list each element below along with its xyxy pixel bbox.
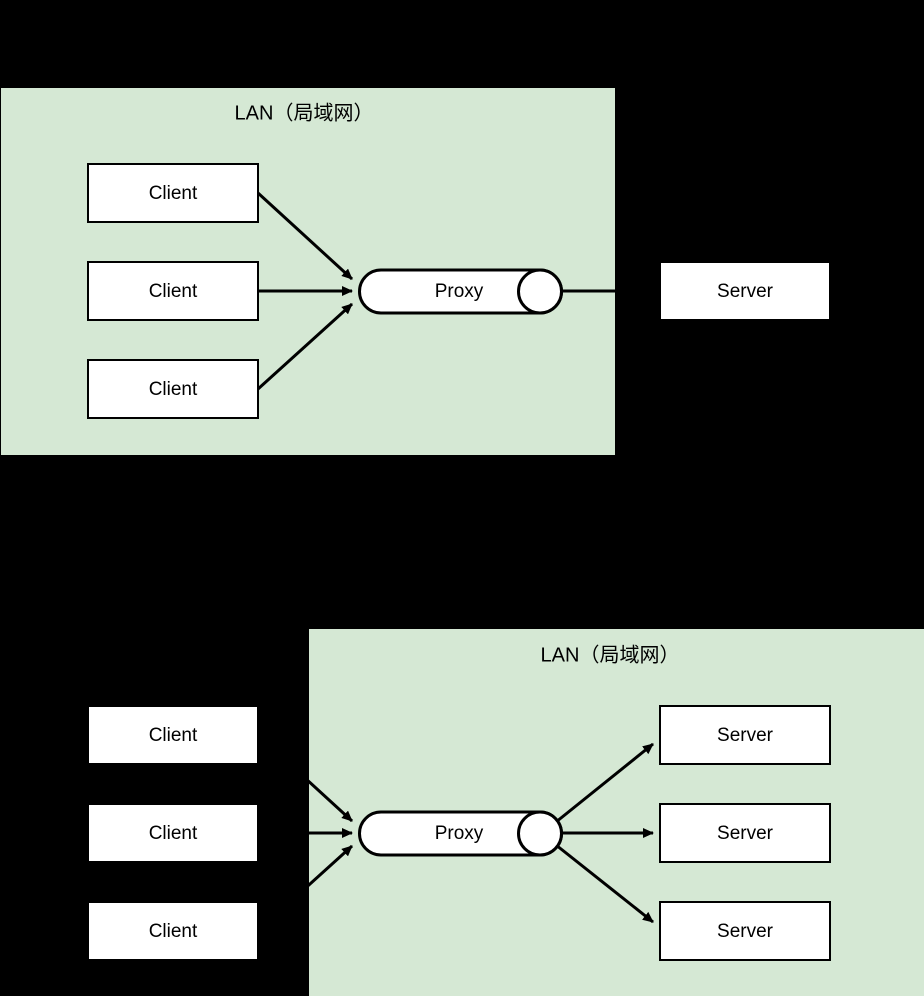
node-client-3-top[interactable]: Client [87,359,259,419]
node-server-1-top[interactable]: Server [659,261,831,321]
client-label: Client [149,281,198,302]
diagram-forward-proxy: LAN（局域网） Client Client Client [1,88,831,455]
client-box [87,803,259,863]
server-box [659,261,831,321]
server-box [659,803,831,863]
diagram-reverse-proxy: LAN（局域网） Client Client [0,629,924,996]
node-client-1-bottom[interactable]: Client [87,705,259,765]
client-box [87,359,259,419]
client-label: Client [149,183,198,204]
node-proxy-top[interactable]: Proxy [358,268,563,315]
proxy-label: Proxy [435,281,484,302]
client-label: Client [149,823,198,844]
node-server-2-bottom[interactable]: Server [659,803,831,863]
proxy-label: Proxy [435,823,484,844]
node-client-2-top[interactable]: Client [87,261,259,321]
client-box [87,261,259,321]
client-label: Client [149,725,198,746]
edge-proxy-to-server3-bottom [555,843,654,924]
server-label: Server [717,921,774,942]
edge-proxy-to-server1-bottom [555,742,654,824]
server-label: Server [717,823,774,844]
server-label: Server [717,725,774,746]
server-box [659,705,831,765]
node-server-1-bottom[interactable]: Server [659,705,831,765]
client-box [87,901,259,961]
client-label: Client [149,379,198,400]
client-box [87,705,259,765]
node-client-3-bottom[interactable]: Client [87,901,259,961]
node-client-1-top[interactable]: Client [87,163,259,223]
edge-group-top [256,191,660,391]
server-label: Server [717,281,774,302]
node-proxy-bottom[interactable]: Proxy [358,810,563,857]
lan-zone-title-top: LAN（局域网） [235,101,374,124]
proxy-cylinder-cap-icon [517,268,563,315]
client-label: Client [149,921,198,942]
edge-client1-to-proxy-top [256,191,354,281]
lan-zone-title-bottom: LAN（局域网） [541,643,680,666]
node-client-2-bottom[interactable]: Client [87,803,259,863]
node-server-3-bottom[interactable]: Server [659,901,831,961]
server-box [659,901,831,961]
client-box [87,163,259,223]
edge-client3-to-proxy-top [256,302,354,391]
proxy-cylinder-cap-icon [517,810,563,857]
